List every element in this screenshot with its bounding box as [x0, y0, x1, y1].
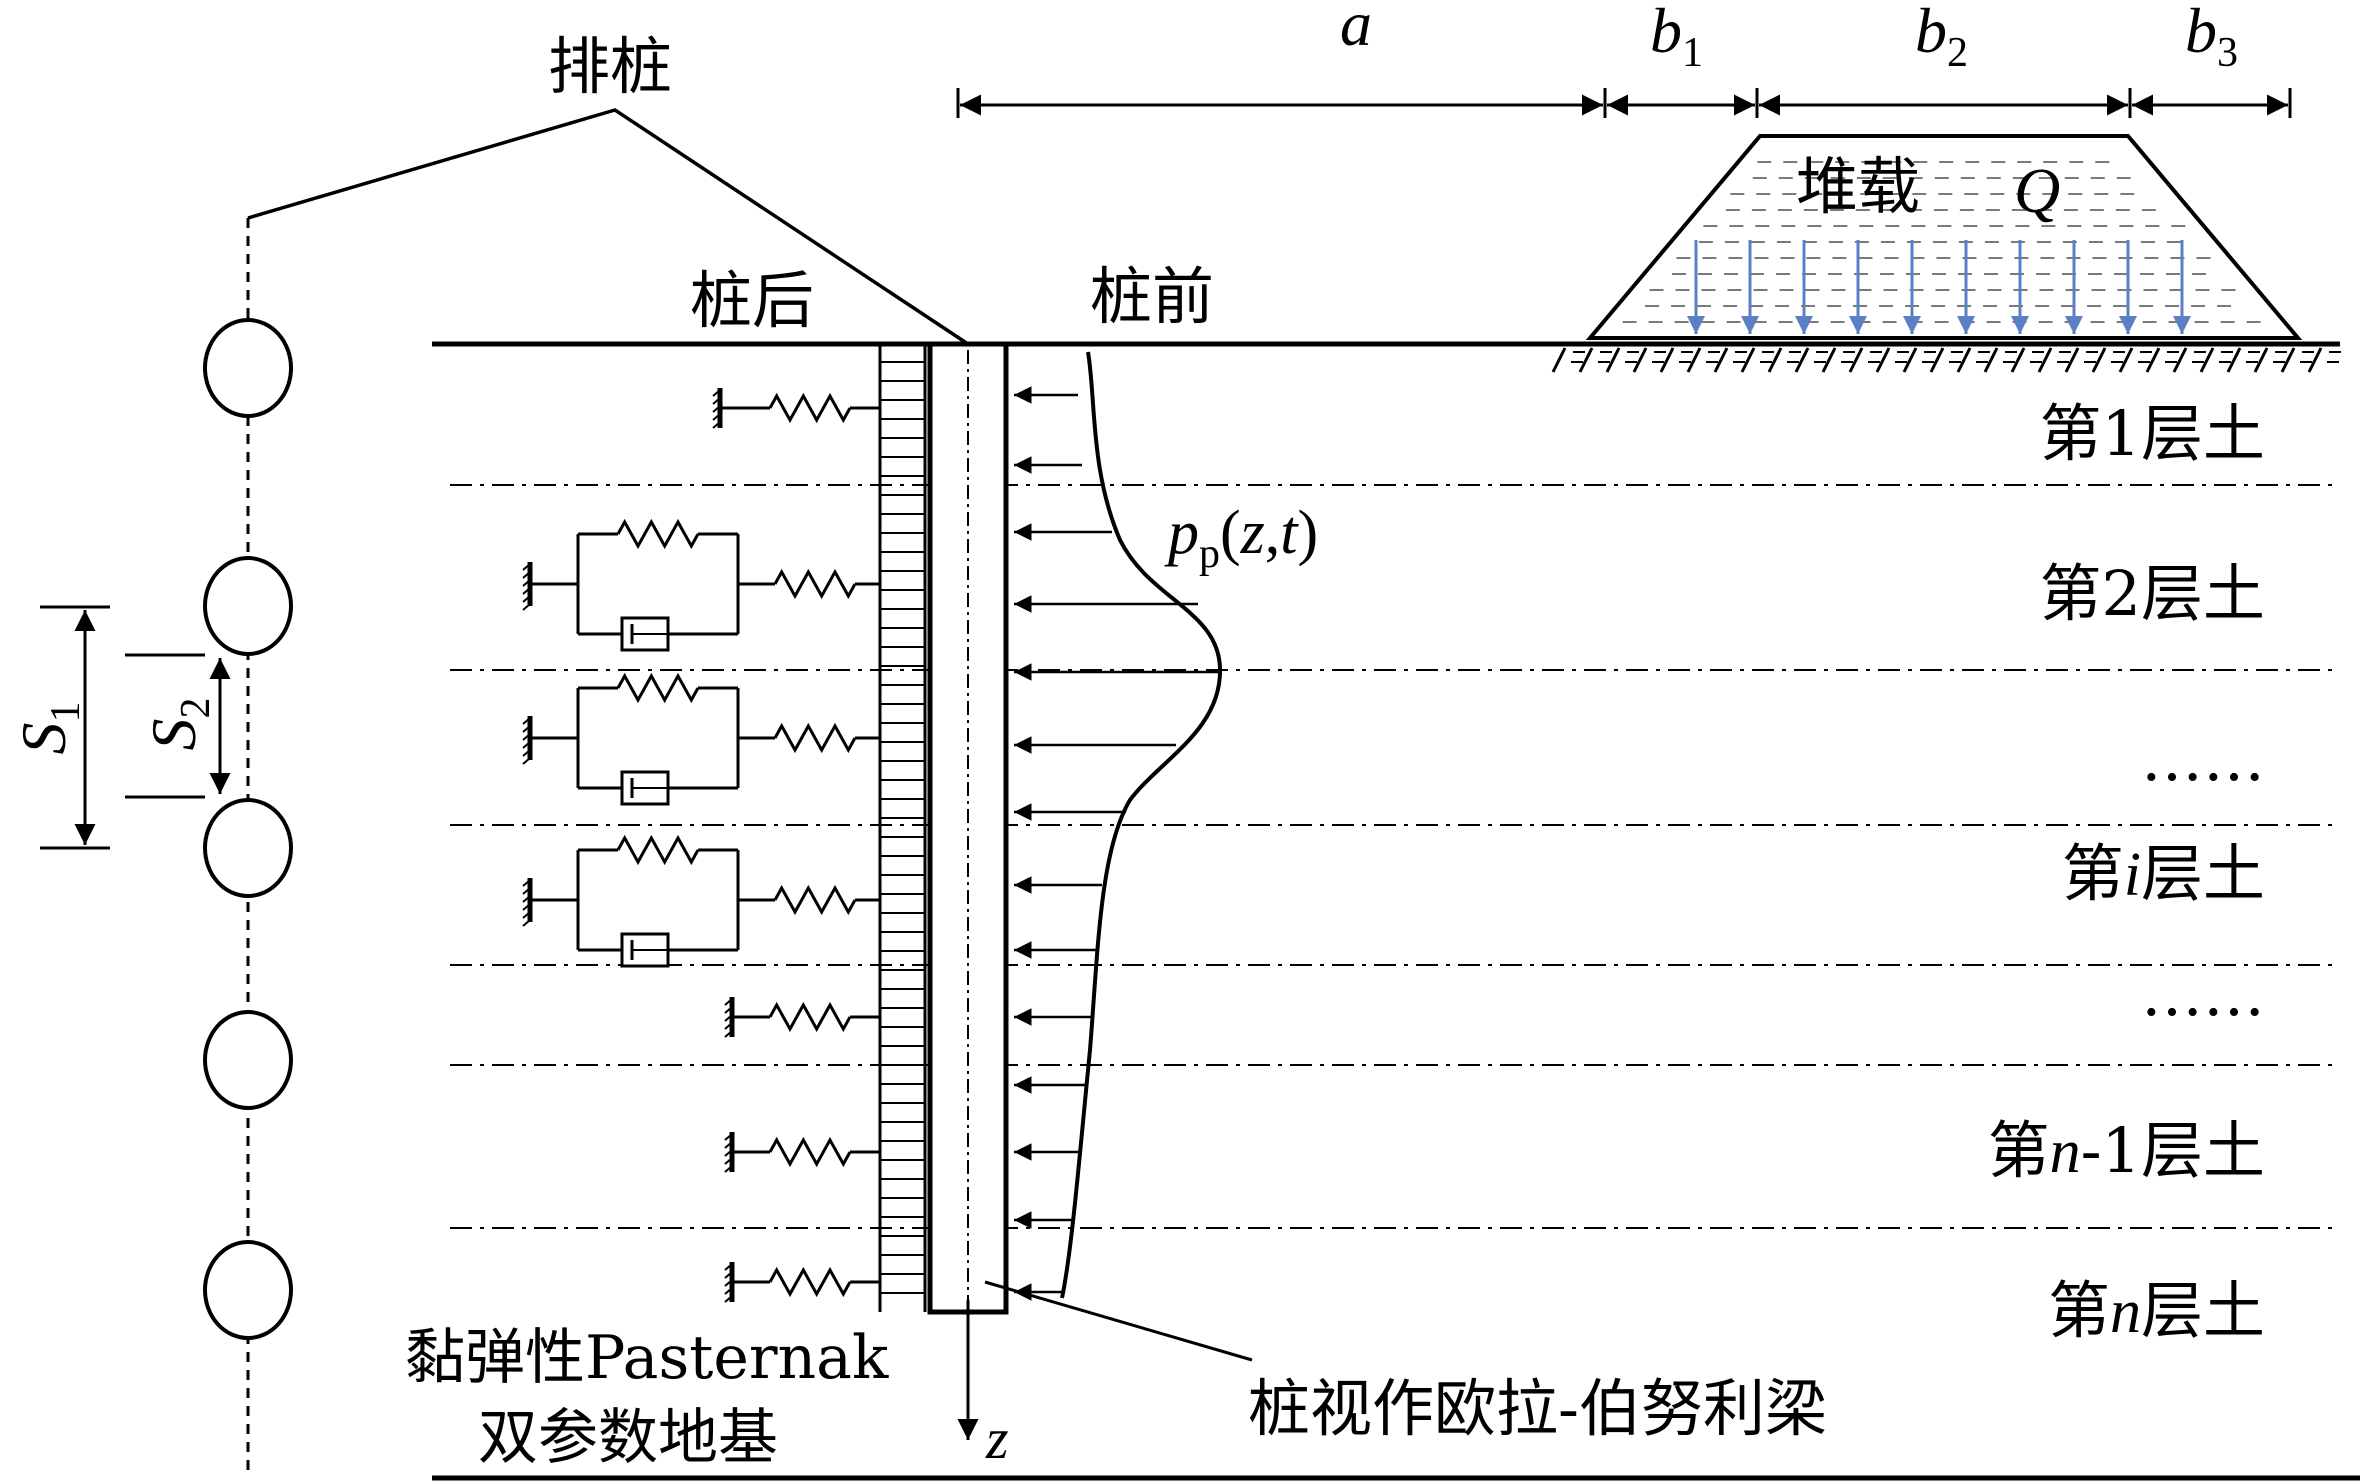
kelvin-spring-element — [522, 834, 880, 968]
beam-note-leader — [984, 1280, 1253, 1362]
hatch-mark — [1578, 347, 1594, 373]
layer-label-4: 第i层土 — [2062, 837, 2265, 910]
hatch-mark — [2145, 347, 2161, 373]
hatch-mark — [1551, 347, 1567, 373]
hatch-mark — [2010, 347, 2026, 373]
hatch-mark — [2199, 347, 2215, 373]
layer-label-3: …… — [2141, 722, 2265, 795]
hatch-mark — [2172, 347, 2188, 373]
hatch-mark — [2253, 347, 2269, 373]
behind-pile-label: 桩后 — [690, 264, 814, 337]
s1-label: S1 — [8, 702, 89, 755]
hatch-mark — [1713, 347, 1729, 373]
pile-circle-4 — [203, 1010, 293, 1110]
hatch-mark — [2091, 347, 2107, 373]
layer-label-5: …… — [2141, 957, 2265, 1030]
dim-b3-label: b3 — [2185, 0, 2238, 76]
hatch-mark — [1686, 347, 1702, 373]
pile-circles — [203, 318, 293, 1340]
dim-b2-label: b2 — [1915, 0, 1968, 76]
hatch-mark — [2037, 347, 2053, 373]
hatch-mark — [1983, 347, 1999, 373]
spring-element — [712, 388, 880, 429]
hatch-mark — [1659, 347, 1675, 373]
surcharge-body — [1585, 134, 2303, 340]
surcharge-ground-hatch — [1551, 347, 2341, 373]
beam-note-label: 桩视作欧拉-伯努利梁 — [1248, 1372, 1827, 1445]
hatch-mark — [1956, 347, 1972, 373]
layer-label-2: 第2层土 — [2040, 557, 2265, 630]
hatch-mark — [2280, 347, 2296, 373]
layer-boundaries — [450, 484, 2340, 1229]
dim-a-label: a — [1340, 0, 1372, 59]
z-axis-label: z — [985, 1406, 1009, 1471]
hatch-mark — [2118, 347, 2134, 373]
spring-element — [724, 1262, 880, 1303]
layer-label-7: 第n层土 — [2048, 1274, 2265, 1347]
soil-springs — [522, 388, 880, 1303]
hatch-mark — [1605, 347, 1621, 373]
pile-circle-2 — [203, 556, 293, 656]
pressure-arrows — [1014, 386, 1218, 1301]
surcharge-symbol: Q — [2014, 155, 2060, 226]
row-piles-label: 排桩 — [548, 30, 672, 103]
hatch-mark — [1794, 347, 1810, 373]
hatch-mark — [1875, 347, 1891, 373]
layer-label-1: 第1层土 — [2040, 397, 2265, 470]
shear-layer — [878, 344, 927, 1312]
hatch-mark — [1821, 347, 1837, 373]
dim-b1-label: b1 — [1650, 0, 1703, 76]
hatch-mark — [1902, 347, 1918, 373]
s2-label: S2 — [138, 698, 219, 751]
pile-circle-1 — [203, 318, 293, 418]
pile-circle-3 — [203, 798, 293, 898]
hatch-mark — [1929, 347, 1945, 373]
hatch-mark — [1848, 347, 1864, 373]
hatch-mark — [2307, 347, 2323, 373]
pressure-curve — [1060, 351, 1223, 1299]
hatch-mark — [2064, 347, 2080, 373]
spring-element — [724, 997, 880, 1038]
hatch-mark — [1740, 347, 1756, 373]
surcharge-label: 堆载 — [1796, 150, 1920, 223]
pressure-label: pp(z,t) — [1164, 499, 1318, 577]
hatch-mark — [2226, 347, 2242, 373]
foundation-label-line2: 双参数地基 — [478, 1403, 778, 1473]
hatch-mark — [1767, 347, 1783, 373]
kelvin-spring-element — [522, 518, 880, 652]
row-piles-leader — [247, 108, 969, 346]
kelvin-spring-element — [522, 672, 880, 806]
pile-circle-5 — [203, 1240, 293, 1340]
layer-label-6: 第n-1层土 — [1988, 1114, 2265, 1187]
spring-element — [724, 1132, 880, 1173]
hatch-mark — [1632, 347, 1648, 373]
foundation-label-line1: 黏弹性Pasternak — [405, 1323, 889, 1393]
front-pile-label: 桩前 — [1090, 260, 1214, 333]
surcharge-load-arrows — [1687, 240, 2191, 334]
